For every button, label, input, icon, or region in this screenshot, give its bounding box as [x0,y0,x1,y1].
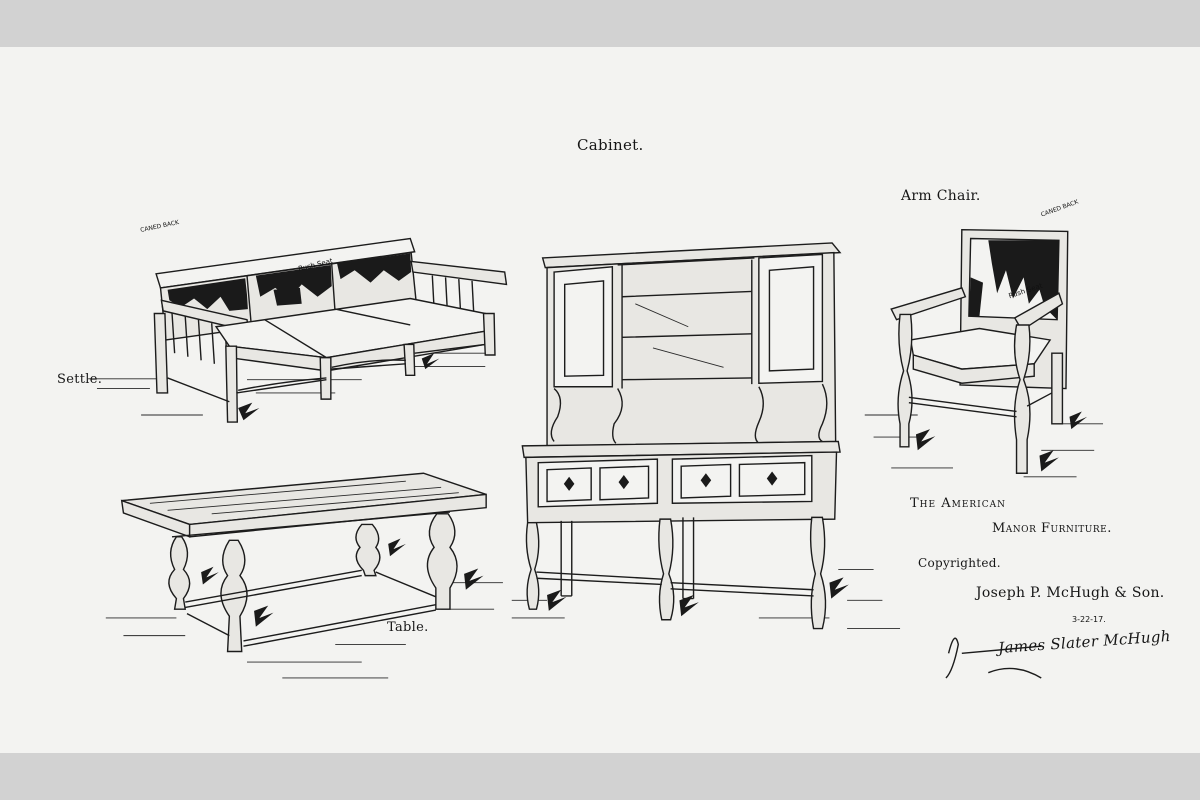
title-line-2: Manor Furniture. [992,521,1112,536]
cabinet-drawing [521,242,849,630]
copyright-owner: Joseph P. McHugh & Son. [976,585,1165,601]
title-line-1: The American [910,496,1006,511]
settle-drawing [153,237,508,423]
arm-chair-drawing [890,228,1088,474]
settle-label: Settle. [57,372,103,387]
arm-chair-label: Arm Chair. [901,188,981,204]
furniture-drawings [88,228,1104,679]
cabinet-label: Cabinet. [577,136,644,154]
table-drawing [120,472,487,653]
drawing-sheet: Cabinet. Arm Chair. Settle. Table. CANED… [0,47,1200,753]
copyright-date: 3-22-17. [1072,615,1106,624]
table-label: Table. [387,620,429,635]
signature-flourish [945,637,1042,679]
copyright-label: Copyrighted. [918,556,1001,570]
